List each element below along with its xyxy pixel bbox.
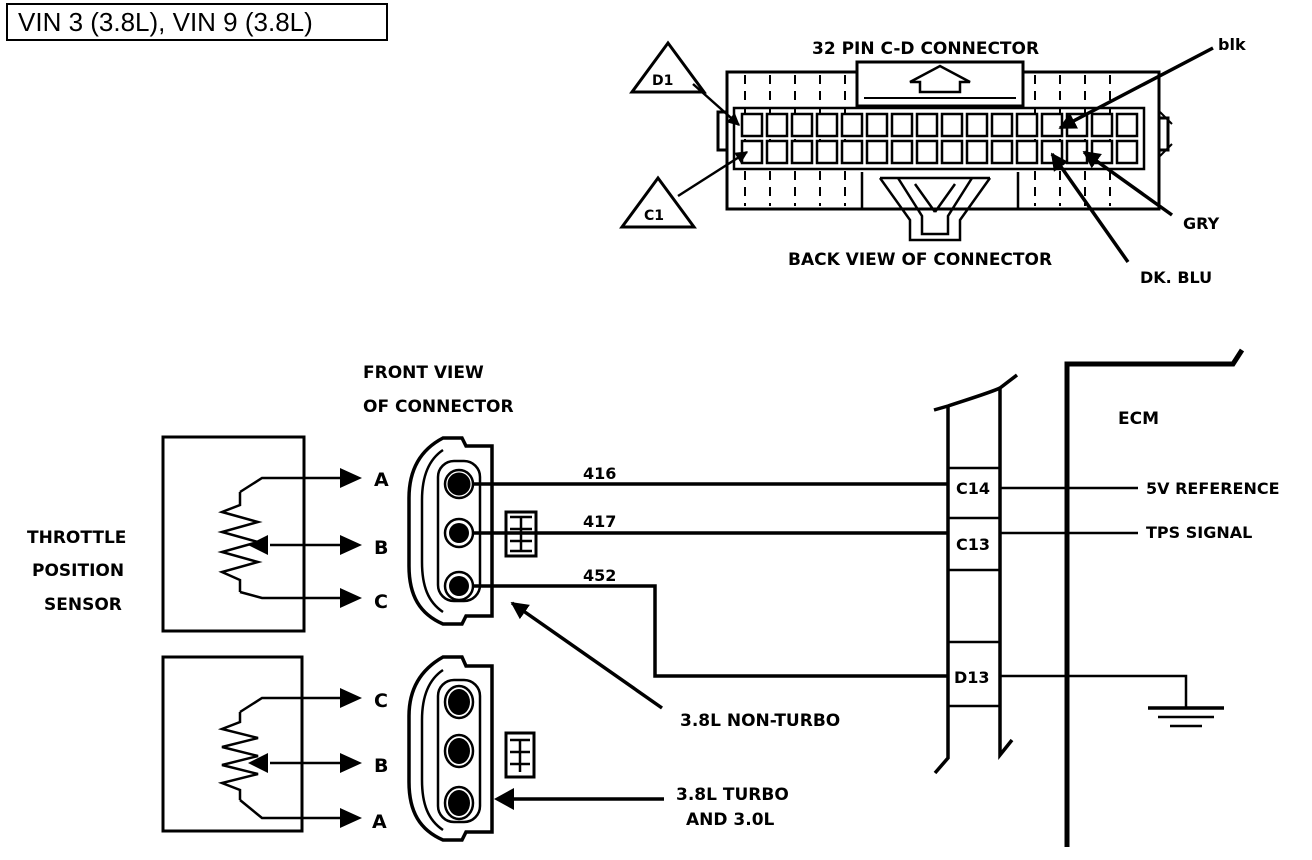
connector-pin-cavity: [1040, 112, 1064, 138]
cd-connector-title: 32 PIN C-D CONNECTOR: [812, 39, 1039, 59]
connector-pin-cavity: [940, 139, 964, 165]
connector-strain-relief: [860, 172, 1020, 242]
callout-c1: C1: [619, 150, 749, 229]
connector-pin-cavity: [865, 112, 889, 138]
connector-pin-cavity: [1090, 112, 1114, 138]
signal-5v-reference: 5V REFERENCE: [1146, 479, 1280, 498]
connector-pin-cavity: [815, 112, 839, 138]
svg-text:OF CONNECTOR: OF CONNECTOR: [363, 397, 514, 417]
wire-number-416: 416: [583, 464, 616, 483]
connector-pin-cavity: [765, 139, 789, 165]
page-title: VIN 3 (3.8L), VIN 9 (3.8L): [18, 7, 313, 37]
connector-pin-cavity: [1115, 112, 1139, 138]
connector-pin-cavity: [1040, 139, 1064, 165]
connector-pin-cavity: [965, 112, 989, 138]
wire-452: [473, 584, 948, 678]
pin-label-c: C: [374, 591, 388, 613]
cd-connector: 32 PIN C-D CONNECTOR BACK VIEW OF CONNEC…: [619, 35, 1246, 287]
pin-label-a: A: [374, 469, 389, 491]
title-box: VIN 3 (3.8L), VIN 9 (3.8L): [6, 3, 388, 41]
front-view-label: FRONT VIEW OF CONNECTOR: [363, 363, 514, 417]
connector-pin-cavity: [765, 112, 789, 138]
ecm-pin-d13: D13: [954, 668, 990, 687]
connector-pin-cavity: [990, 139, 1014, 165]
ecm-pin-c13: C13: [956, 535, 990, 554]
connector-pin-cavity: [790, 112, 814, 138]
up-arrow-icon: [909, 64, 971, 94]
ecm-connector-block: C14 C13 D13: [933, 373, 1019, 775]
callout-d1: D1: [629, 40, 740, 126]
svg-text:C1: C1: [644, 208, 664, 224]
variant-non-turbo: 3.8L NON-TURBO: [680, 711, 840, 731]
connector-pin-cavity: [1115, 139, 1139, 165]
svg-text:THROTTLE: THROTTLE: [27, 528, 126, 548]
ecm-pin-c14: C14: [956, 479, 990, 498]
wire-color-gry: GRY: [1183, 214, 1220, 233]
ground-icon: [1148, 706, 1224, 728]
connector-pin-cavity: [840, 112, 864, 138]
cd-connector-subtitle: BACK VIEW OF CONNECTOR: [788, 250, 1052, 270]
svg-text:D1: D1: [652, 73, 673, 89]
connector-pin-cavity: [890, 112, 914, 138]
wires: 416 417 452: [473, 464, 948, 678]
variant-callouts: 3.8L NON-TURBO 3.8L TURBO AND 3.0L: [494, 601, 840, 830]
tps-label: THROTTLE POSITION SENSOR: [27, 528, 126, 615]
connector-pin-cavity: [815, 139, 839, 165]
connector-pin-cavity: [1015, 112, 1039, 138]
connector-pin-cavity: [965, 139, 989, 165]
pin-label-a-lower: A: [372, 811, 387, 833]
connector-pin-cavity: [865, 139, 889, 165]
connector-pin-cavity: [990, 112, 1014, 138]
wire-number-452: 452: [583, 566, 616, 585]
svg-text:POSITION: POSITION: [32, 561, 124, 581]
connector-pin-frame: [732, 106, 1146, 171]
connector-pin-cavity: [915, 112, 939, 138]
wire-color-blk: blk: [1218, 35, 1246, 54]
connector-pin-grid: [732, 106, 1146, 171]
wire-color-dk-blu: DK. BLU: [1140, 268, 1212, 287]
svg-text:SENSOR: SENSOR: [44, 595, 122, 615]
connector-pin-cavity: [740, 112, 764, 138]
ecm-label: ECM: [1118, 409, 1159, 429]
ground-wire: [1000, 674, 1188, 708]
ecm-boundary: [1064, 348, 1245, 847]
connector-pin-cavity: [915, 139, 939, 165]
connector-pin-cavity: [890, 139, 914, 165]
tps-connector-upper: [407, 436, 538, 626]
variant-turbo-line2: AND 3.0L: [686, 810, 775, 830]
pin-label-c-lower: C: [374, 690, 388, 712]
pin-label-b-lower: B: [374, 755, 388, 777]
connector-pin-cavity: [1015, 139, 1039, 165]
wire-number-417: 417: [583, 512, 616, 531]
svg-text:FRONT VIEW: FRONT VIEW: [363, 363, 484, 383]
variant-turbo-line1: 3.8L TURBO: [676, 785, 789, 805]
ecm: ECM 5V REFERENCE TPS SIGNAL: [1000, 348, 1280, 847]
connector-pin-cavity: [790, 139, 814, 165]
pin-label-b: B: [374, 537, 388, 559]
tps-connector-lower: [407, 655, 536, 842]
connector-pin-cavity: [840, 139, 864, 165]
tps-sensor-upper: A B C: [161, 435, 389, 633]
connector-pin-cavity: [940, 112, 964, 138]
signal-tps: TPS SIGNAL: [1146, 523, 1252, 542]
tps-sensor-lower: C B A: [161, 655, 388, 833]
